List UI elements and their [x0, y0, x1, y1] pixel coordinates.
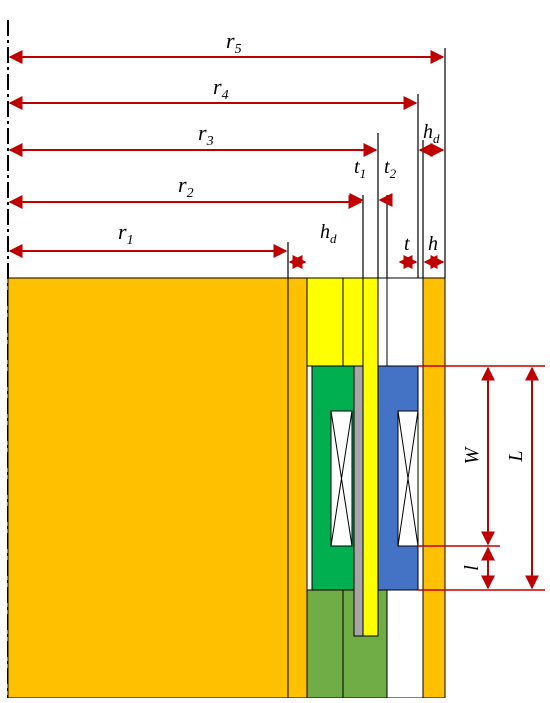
label-W: W [461, 445, 483, 464]
core-gap-strip [287, 277, 308, 699]
white-gap-top [386, 277, 424, 367]
outer-yoke [422, 277, 446, 699]
label-L: L [505, 450, 527, 462]
label-hd-mid: hd [320, 221, 337, 246]
label-r4: r4 [213, 74, 229, 103]
label-l: l [461, 565, 483, 571]
blue-spacer [377, 277, 388, 367]
yellow-region-right [342, 277, 364, 367]
yellow-sleeve [362, 277, 379, 637]
gray-sleeve [353, 365, 364, 637]
blue-coil-cross-2 [397, 410, 419, 547]
label-h: h [428, 233, 438, 255]
label-r5: r5 [226, 28, 242, 57]
label-r2: r2 [178, 172, 194, 201]
green-coil-cross-2 [330, 410, 353, 547]
label-t2: t2 [384, 156, 397, 181]
label-r3: r3 [198, 120, 214, 149]
white-gap-bottom [386, 589, 424, 699]
label-r1: r1 [118, 219, 134, 248]
label-t: t [404, 233, 410, 255]
core-body [7, 277, 289, 699]
label-t1: t1 [354, 156, 366, 181]
yellow-region [306, 277, 344, 367]
label-hd-top: hd [423, 121, 440, 146]
